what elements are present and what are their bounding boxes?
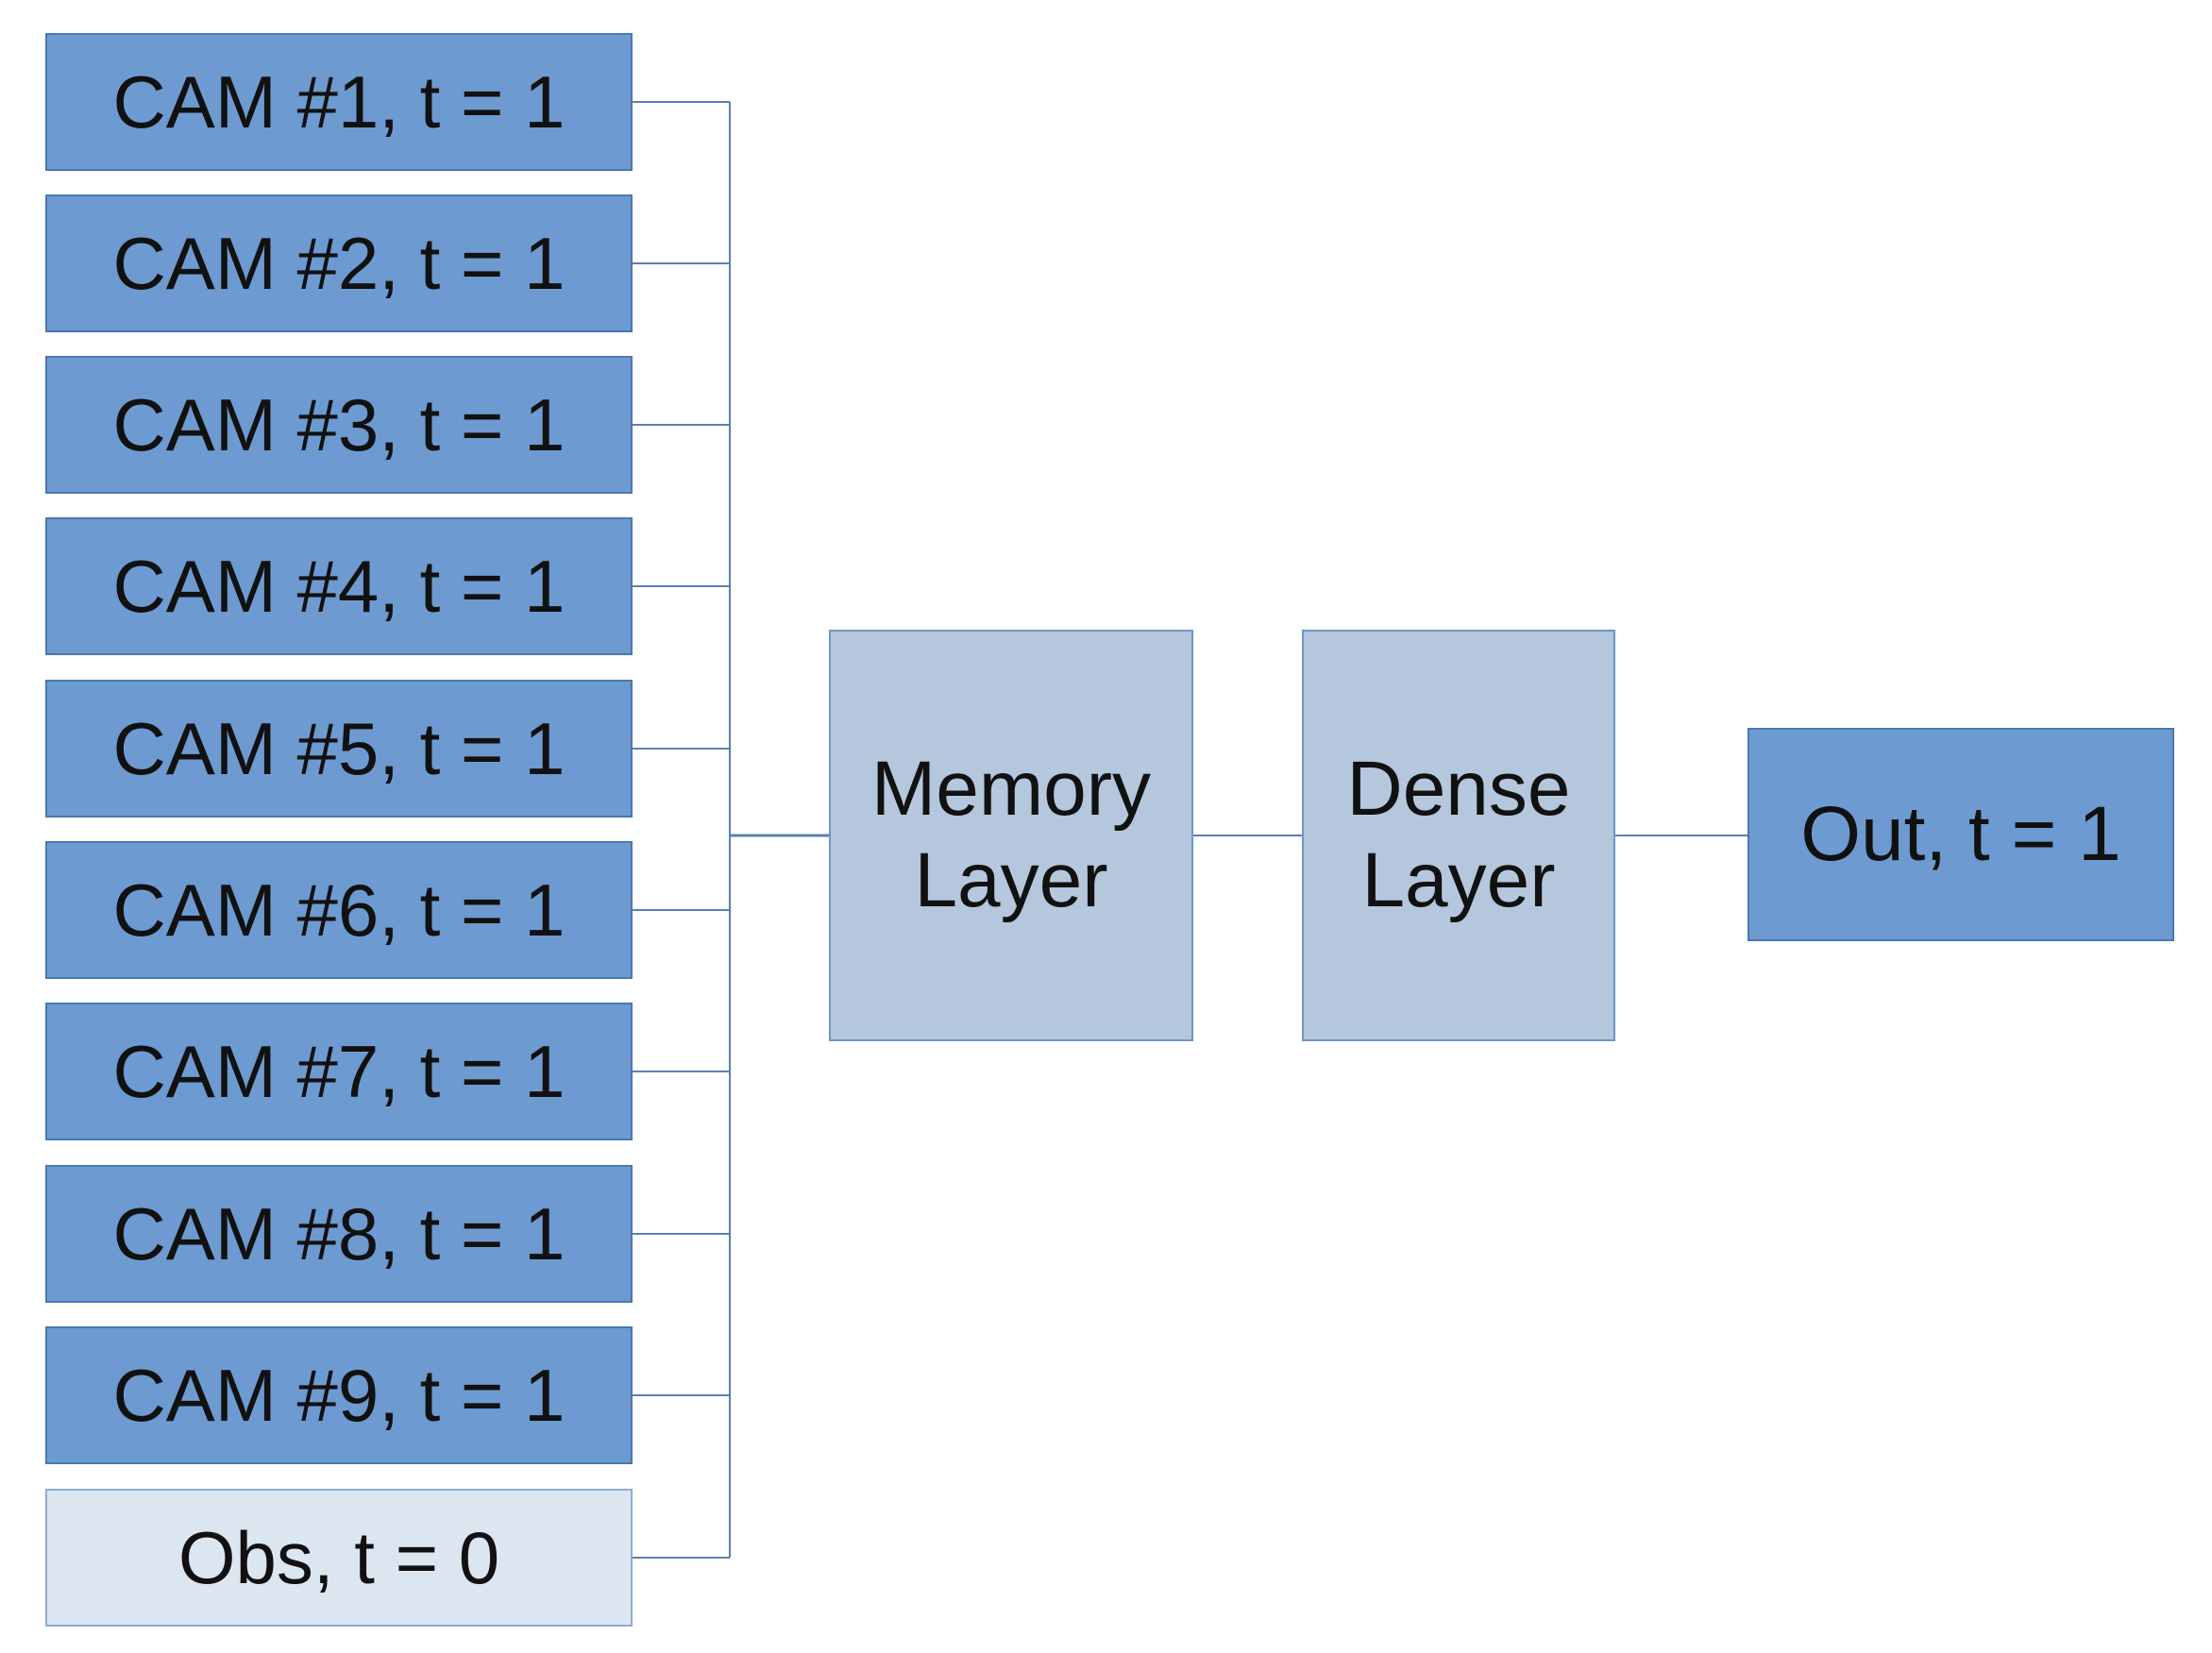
input-box-obs: Obs, t = 0	[45, 1489, 633, 1627]
input-box-cam-7: CAM #7, t = 1	[45, 1003, 633, 1140]
input-box-cam-4: CAM #4, t = 1	[45, 517, 633, 655]
memory-layer-label-line2: Layer	[914, 837, 1108, 923]
output-box: Out, t = 1	[1748, 728, 2174, 941]
input-box-cam-6: CAM #6, t = 1	[45, 841, 633, 979]
dense-layer-box: Dense Layer	[1302, 630, 1615, 1041]
dense-layer-label-line1: Dense	[1346, 746, 1571, 833]
dense-layer-label-line2: Layer	[1361, 837, 1556, 923]
input-box-cam-1: CAM #1, t = 1	[45, 33, 633, 171]
input-box-cam-9: CAM #9, t = 1	[45, 1326, 633, 1464]
memory-layer-box: Memory Layer	[829, 630, 1193, 1041]
input-box-cam-3: CAM #3, t = 1	[45, 356, 633, 494]
input-box-cam-2: CAM #2, t = 1	[45, 194, 633, 332]
input-box-cam-8: CAM #8, t = 1	[45, 1165, 633, 1303]
input-box-cam-5: CAM #5, t = 1	[45, 680, 633, 818]
memory-layer-label-line1: Memory	[870, 746, 1152, 833]
